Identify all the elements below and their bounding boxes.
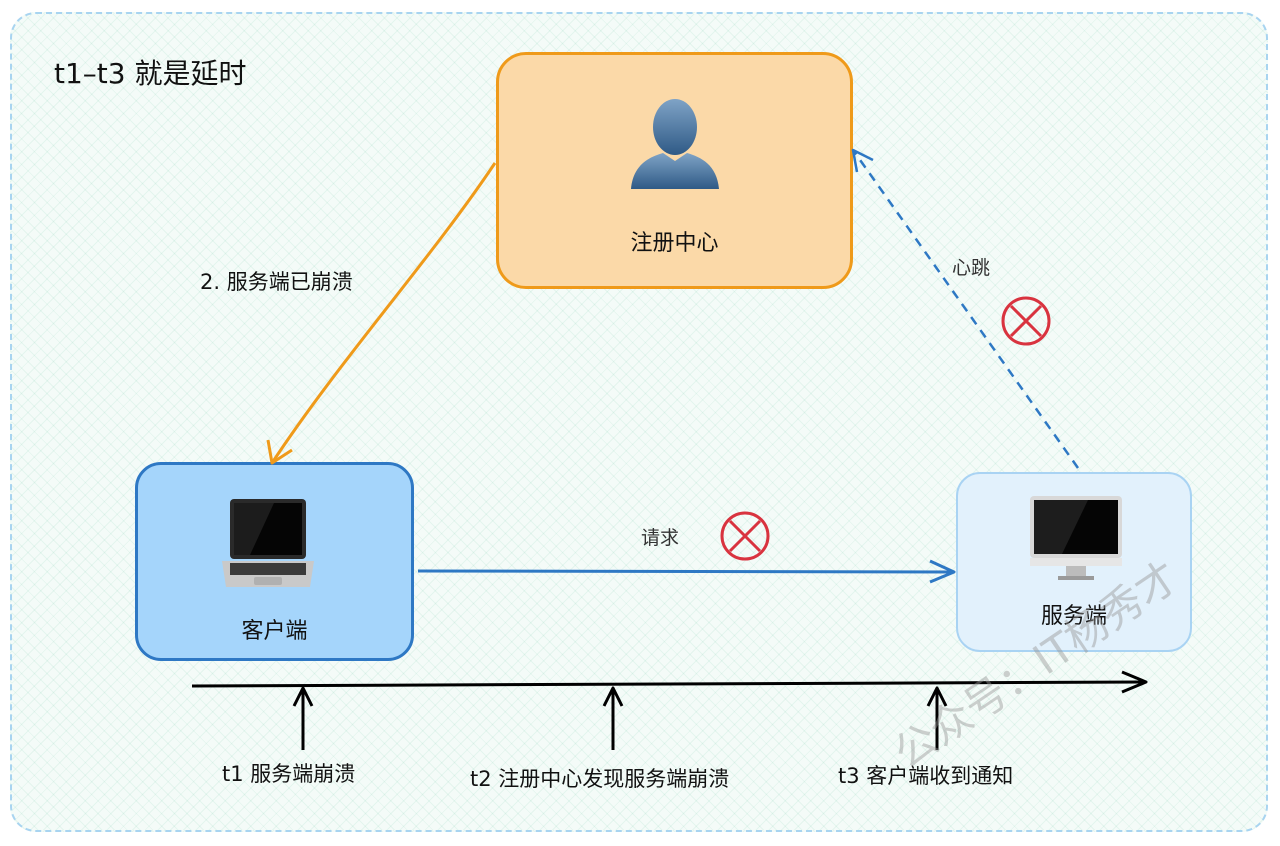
timeline-axis — [191, 670, 1148, 694]
t3-label: t3 客户端收到通知 — [838, 764, 1014, 788]
crash-notice-arrow — [266, 162, 497, 465]
heartbeat-label: 心跳 — [952, 257, 991, 279]
heartbeat-arrow — [851, 148, 1080, 469]
user-silhouette-icon — [631, 99, 719, 189]
diagram-title: t1–t3 就是延时 — [54, 57, 247, 90]
client-label: 客户端 — [241, 619, 308, 644]
t2-label: t2 注册中心发现服务端崩溃 — [470, 767, 730, 791]
monitor-icon — [1030, 496, 1122, 580]
t1-label: t1 服务端崩溃 — [222, 762, 356, 786]
client-node: 客户端 — [135, 462, 414, 661]
registry-label: 注册中心 — [630, 231, 719, 256]
t3-marker-arrow — [926, 686, 948, 750]
crash-notice-label: 2. 服务端已崩溃 — [200, 270, 353, 294]
server-node: 服务端 — [956, 472, 1192, 652]
request-label: 请求 — [641, 527, 680, 549]
registry-node: 注册中心 — [496, 52, 853, 289]
t2-marker-arrow — [602, 686, 624, 750]
laptop-icon — [222, 499, 314, 587]
t1-marker-arrow — [292, 686, 314, 750]
request-blocked-icon — [720, 511, 770, 561]
heartbeat-blocked-icon — [1001, 296, 1051, 346]
request-arrow — [417, 559, 956, 584]
server-label: 服务端 — [1040, 604, 1107, 629]
